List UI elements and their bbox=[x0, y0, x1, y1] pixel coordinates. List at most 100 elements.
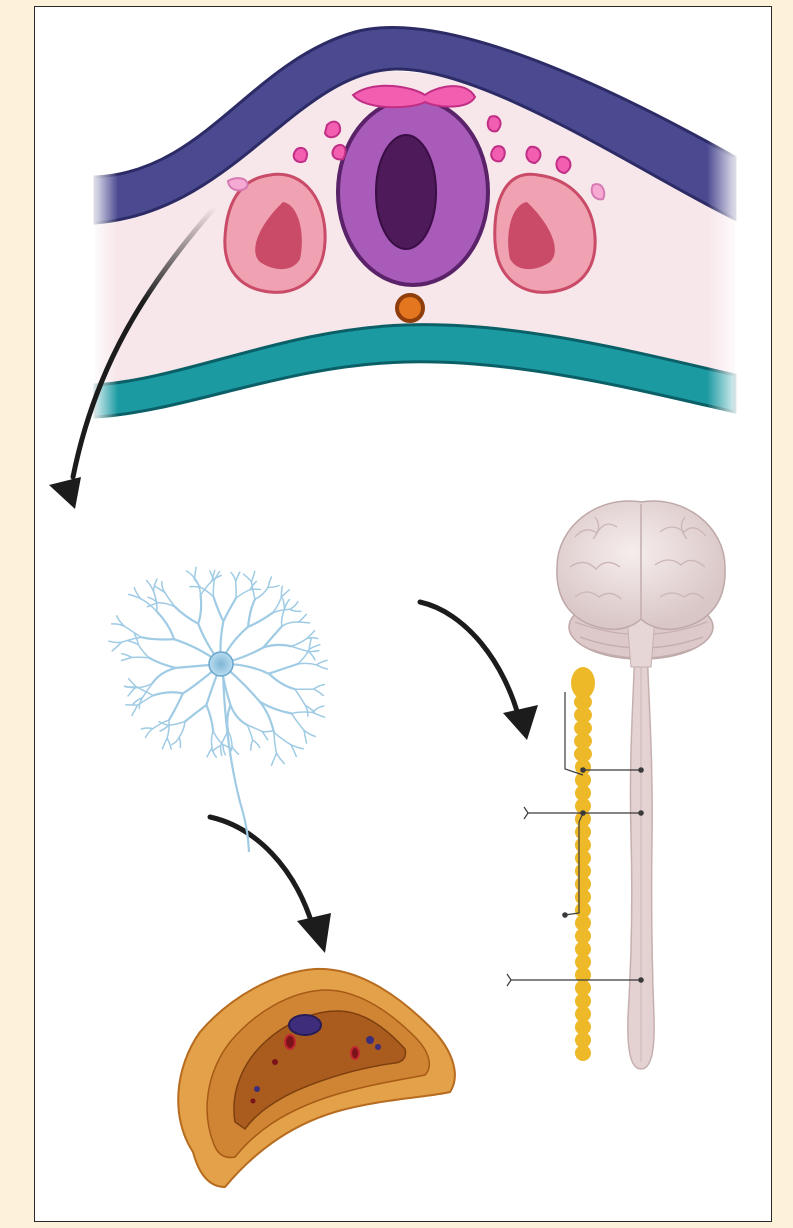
astrocyte-process bbox=[277, 753, 285, 763]
astrocyte-process bbox=[128, 641, 138, 645]
astrocyte-process bbox=[179, 737, 180, 747]
arrow-to-nervous-system bbox=[420, 602, 538, 740]
astrocyte-process bbox=[313, 706, 324, 712]
adrenal-gland-icon bbox=[178, 969, 455, 1187]
astrocyte-process bbox=[251, 571, 254, 582]
astrocyte-process bbox=[291, 638, 307, 646]
astrocyte-process bbox=[162, 738, 167, 749]
astrocyte-process bbox=[122, 654, 132, 658]
astrocyte-process bbox=[152, 668, 176, 684]
astrocyte-process bbox=[290, 602, 298, 610]
astrocyte-process bbox=[274, 733, 277, 754]
astrocyte-process bbox=[169, 693, 183, 720]
neural-tube-lumen bbox=[376, 135, 436, 249]
astrocyte-process bbox=[263, 645, 291, 648]
astrocyte-process bbox=[190, 587, 200, 588]
astrocyte-process bbox=[213, 745, 221, 751]
astrocyte-process bbox=[282, 609, 285, 626]
astrocyte-process bbox=[172, 737, 179, 744]
astrocyte-process bbox=[253, 740, 260, 747]
astrocyte-process bbox=[274, 733, 291, 745]
astrocyte-process bbox=[160, 725, 169, 731]
chain-ganglion bbox=[575, 1045, 591, 1061]
astrocyte-process bbox=[211, 731, 213, 748]
astrocyte-process bbox=[262, 732, 268, 740]
astrocyte-process bbox=[251, 740, 253, 750]
astrocyte-process bbox=[231, 705, 248, 725]
astrocyte-process bbox=[291, 646, 308, 651]
astrocyte-process bbox=[268, 577, 271, 587]
astrocyte-process bbox=[207, 748, 212, 757]
astrocyte-process bbox=[141, 637, 174, 639]
astrocyte-process bbox=[167, 720, 169, 738]
astrocyte-process bbox=[132, 657, 150, 658]
astrocyte-process bbox=[307, 638, 318, 639]
figure-svg bbox=[35, 7, 772, 1222]
astrocyte-process bbox=[153, 692, 183, 695]
astrocyte-process bbox=[290, 609, 301, 611]
astrocyte-process bbox=[157, 611, 175, 639]
astrocyte-process bbox=[313, 712, 325, 717]
astrocyte-process bbox=[128, 688, 135, 696]
sympathetic-chain bbox=[571, 667, 595, 1061]
astrocyte-process bbox=[186, 571, 194, 578]
astrocyte-icon bbox=[109, 567, 327, 852]
astrocyte-process bbox=[214, 597, 224, 622]
astrocyte-process bbox=[292, 714, 304, 731]
astrocyte-process bbox=[109, 641, 122, 642]
notochord bbox=[397, 295, 423, 321]
embryo-cross-section-icon bbox=[90, 7, 741, 427]
astrocyte-process bbox=[248, 613, 273, 627]
astrocyte-process bbox=[281, 590, 289, 597]
astrocyte-process bbox=[299, 622, 310, 623]
astrocyte-process bbox=[132, 705, 137, 715]
astrocyte-process bbox=[206, 705, 213, 731]
astrocyte-process bbox=[213, 731, 223, 745]
astrocyte-process bbox=[262, 731, 272, 732]
astrocyte-process bbox=[149, 658, 175, 668]
astrocyte-process bbox=[198, 595, 201, 624]
somite-left bbox=[225, 174, 325, 292]
astrocyte-process bbox=[298, 663, 317, 664]
astrocyte-process bbox=[236, 572, 240, 581]
astrocyte-process bbox=[236, 590, 250, 598]
astrocyte-process bbox=[232, 747, 239, 755]
astrocyte-process bbox=[309, 645, 320, 650]
astrocyte-process bbox=[147, 581, 154, 592]
astrocyte-process bbox=[308, 651, 319, 652]
astrocyte-process bbox=[316, 660, 327, 664]
astrocyte-process bbox=[195, 567, 197, 578]
astrocyte-process bbox=[285, 600, 290, 610]
astrocyte-process bbox=[179, 722, 185, 738]
astrocyte-process bbox=[223, 598, 236, 621]
astrocyte-process bbox=[314, 685, 325, 690]
astrocyte-process bbox=[185, 705, 206, 722]
astrocyte-process bbox=[292, 712, 313, 713]
astrocyte-process bbox=[299, 614, 307, 622]
astrocyte-process bbox=[295, 689, 305, 705]
astrocyte-process bbox=[141, 728, 152, 729]
astrocyte-process bbox=[146, 729, 153, 738]
astrocyte-process bbox=[272, 753, 277, 765]
astrocyte-process bbox=[124, 626, 141, 637]
astrocyte-process bbox=[268, 586, 279, 588]
astrocyte-process bbox=[231, 573, 236, 582]
astrocyte-soma bbox=[209, 652, 233, 676]
astrocyte-process bbox=[167, 738, 171, 749]
astrocyte-process bbox=[282, 622, 299, 626]
astrocyte-process bbox=[269, 664, 298, 674]
astrocyte-process bbox=[269, 674, 295, 690]
astrocyte-process bbox=[129, 679, 137, 687]
astrocyte-process bbox=[154, 579, 158, 591]
astrocyte-process bbox=[112, 642, 121, 651]
astrocyte-process bbox=[314, 689, 324, 695]
astrocyte-process bbox=[308, 651, 315, 659]
figure-frame bbox=[34, 6, 772, 1222]
arrow-to-adrenal bbox=[210, 817, 331, 953]
astrocyte-process bbox=[121, 657, 131, 660]
brain-spinal-cord-icon bbox=[507, 501, 725, 1069]
astrocyte-process bbox=[138, 644, 149, 658]
astrocyte-process bbox=[244, 574, 252, 582]
astrocyte-process bbox=[221, 745, 222, 755]
astrocyte-process bbox=[175, 607, 198, 624]
